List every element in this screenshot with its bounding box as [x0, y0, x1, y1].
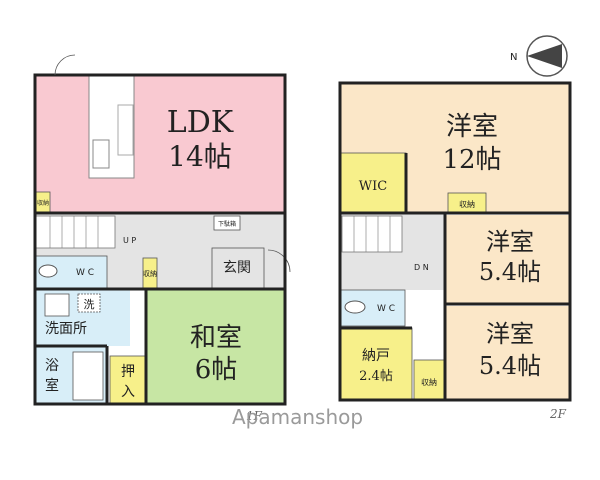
wc-2f-label: W C — [377, 304, 395, 314]
ldk-room — [35, 75, 285, 213]
ldk-size: 14帖 — [168, 140, 232, 173]
kitchen-sink — [92, 139, 110, 169]
compass: N — [510, 35, 568, 77]
stairs-2f — [341, 215, 403, 253]
toilet-2f-icon — [344, 300, 366, 314]
ldk-name: LDK — [167, 105, 234, 140]
washitsu-size: 6帖 — [195, 355, 238, 385]
up-label: U P — [123, 236, 136, 245]
yoshitsu-54a-room — [445, 215, 570, 304]
storage-top-label: 収納 — [459, 199, 475, 209]
shoe-box — [213, 215, 241, 231]
entrance-label: 玄関 — [223, 259, 251, 276]
floor-1: 収納 U P 下駄箱 玄関 W C 収納 洗 洗面所 浴 室 — [33, 54, 291, 406]
washroom-label: 洗面所 — [45, 321, 87, 337]
yoshitsu-54b-name: 洋室 — [486, 320, 534, 348]
toilet-icon — [38, 264, 58, 278]
washer-label: 洗 — [84, 298, 95, 311]
storage-bottom — [413, 359, 445, 401]
walls-1f — [33, 73, 287, 406]
bathtub — [72, 351, 104, 401]
dn-label: D N — [414, 263, 429, 272]
floor-1-label: 1F — [246, 409, 263, 423]
yoshitsu-54b-room — [445, 306, 570, 400]
hall-storage-label: 収納 — [143, 269, 157, 278]
wic-label: WIC — [359, 179, 387, 194]
yoshitsu-54a-name: 洋室 — [486, 228, 534, 256]
washer-space — [77, 293, 101, 313]
stairs-1f — [34, 215, 116, 249]
washitsu-name: 和室 — [190, 323, 242, 353]
ldk-storage-label: 収納 — [37, 199, 49, 207]
shoe-box-label: 下駄箱 — [218, 220, 236, 228]
ldk-door-icon — [54, 54, 76, 76]
washitsu-room — [146, 289, 285, 404]
compass-needle-icon — [527, 44, 562, 68]
storage-bottom-label: 収納 — [421, 377, 437, 387]
stair-treads-2f — [353, 216, 391, 252]
yoshitsu-12-name: 洋室 — [446, 112, 498, 142]
closet-label-b: 入 — [121, 384, 135, 400]
closet-label-a: 押 — [121, 364, 135, 380]
bath-label-a: 浴 — [45, 358, 59, 374]
nando — [339, 327, 413, 401]
yoshitsu-54a-size: 5.4帖 — [479, 258, 541, 286]
kitchen-island — [117, 104, 134, 156]
nando-name: 納戸 — [362, 348, 390, 364]
closet — [109, 355, 147, 405]
floor-2: WIC 洋室 12帖 収納 D N 洋室 5.4帖 W C 納戸 2.4帖 収納… — [338, 81, 572, 421]
nando-size: 2.4帖 — [359, 369, 393, 384]
wc-1f-label: W C — [76, 268, 94, 278]
front-door-icon — [267, 249, 291, 273]
compass-north-label: N — [510, 52, 517, 63]
vanity — [44, 293, 70, 317]
walls-2f — [338, 81, 572, 402]
stair-treads-1f — [49, 216, 99, 248]
floor-2-label: 2F — [549, 407, 567, 421]
bath-label-b: 室 — [45, 377, 59, 394]
watermark-logo: Apamanshop — [232, 405, 363, 429]
yoshitsu-54b-size: 5.4帖 — [479, 352, 541, 380]
entrance — [211, 247, 265, 289]
yoshitsu-12-size: 12帖 — [442, 145, 501, 175]
